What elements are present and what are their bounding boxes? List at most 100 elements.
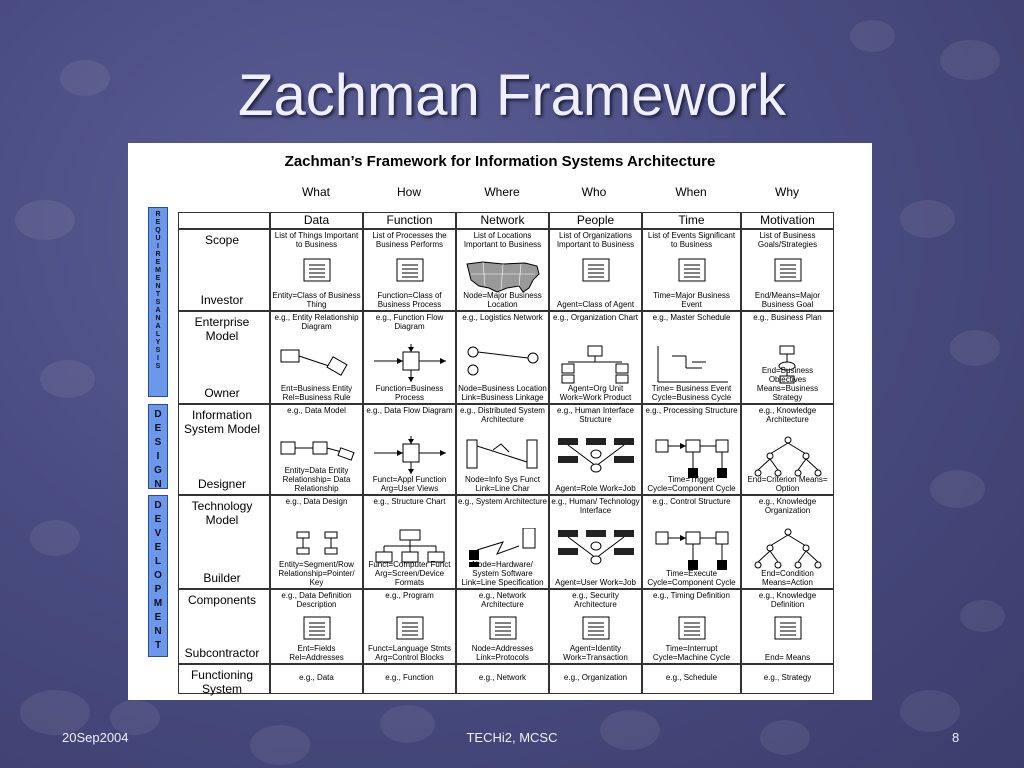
plan-icon <box>748 344 828 389</box>
row-label-role: Subcontractor <box>184 646 260 660</box>
tree-icon <box>748 436 828 485</box>
cell-definition: Entity=Data Entity Relationship= Data Re… <box>282 466 351 493</box>
cell-example: e.g., Program <box>385 591 434 600</box>
cell-definition: Entity=Class of Business Thing <box>272 291 361 309</box>
cell-definition: Funct=Appl Function Arg=User Views <box>372 475 447 493</box>
cell-definition: Agent=User Work=Job <box>555 578 636 587</box>
column-header-data: Data <box>270 212 363 229</box>
document-icon <box>303 258 331 287</box>
phase-label: REQUIREMENTS ANALYSIS <box>155 211 161 370</box>
cell-example: e.g., Master Schedule <box>652 313 731 322</box>
row-label-perspective: Components <box>187 593 257 607</box>
phase-label: DESIGN <box>154 409 162 490</box>
document-icon <box>303 616 331 645</box>
question-what: What <box>301 185 330 199</box>
decor-bubble <box>380 705 435 743</box>
decor-bubble <box>940 40 1000 80</box>
tree-icon <box>748 528 828 577</box>
column-header-function: Function <box>363 212 456 229</box>
cell-example: e.g., Entity Relationship Diagram <box>274 313 359 331</box>
document-icon <box>774 616 802 645</box>
cell-definition: Funct=Computer Funct Arg=Screen/Device F… <box>368 560 451 587</box>
us-map-icon <box>463 258 543 303</box>
document-icon <box>396 258 424 287</box>
cell-example: e.g., Organization <box>563 673 628 682</box>
cell-example: e.g., Security Architecture <box>572 591 619 609</box>
cell-example: e.g., Network <box>478 673 527 682</box>
cell-example: e.g., Function Flow Diagram <box>375 313 444 331</box>
data-model-icon <box>277 436 357 471</box>
cell-definition: Node=Major Business Location <box>463 291 542 309</box>
row-label-role: Designer <box>197 477 247 491</box>
system-arch-icon <box>463 527 543 573</box>
cell-definition: Agent=Org Unit Work=Work Product <box>559 384 632 402</box>
footer-page-number: 8 <box>952 730 960 745</box>
row-label-role: Builder <box>203 571 241 585</box>
row-label-perspective: Technology Model <box>191 499 253 527</box>
cell-definition: Agent=Class of Agent <box>556 300 635 309</box>
document-icon <box>489 616 517 645</box>
decor-bubble <box>850 20 895 52</box>
cell-example: e.g., Processing Structure <box>645 406 738 415</box>
decor-bubble <box>960 600 1005 632</box>
column-header-time: Time <box>642 212 741 229</box>
flow-icon <box>370 344 450 389</box>
cell-example: e.g., Network Architecture <box>478 591 527 609</box>
phase-development: DEVELOPMENT <box>148 495 168 657</box>
data-design-icon <box>277 528 357 569</box>
cell-definition: Node=Addresses Link=Protocols <box>471 644 534 662</box>
cell-example: e.g., Function <box>385 673 434 682</box>
column-header-network: Network <box>456 212 549 229</box>
cell-definition: Agent=Identity Work=Transaction <box>563 644 628 662</box>
decor-bubble <box>20 690 90 735</box>
decor-bubble <box>30 520 80 556</box>
cell-example: e.g., Knowledge Architecture <box>758 406 817 424</box>
processing-icon <box>652 528 732 577</box>
framework-panel: Zachman’s Framework for Information Syst… <box>128 143 872 700</box>
row-label-role: Owner <box>204 386 240 400</box>
structure-chart-icon <box>370 528 450 569</box>
cell-example: e.g., Data Design <box>285 497 348 506</box>
cell-definition: Ent=Fields Rel=Addresses <box>289 644 344 662</box>
footer-date: 20Sep2004 <box>62 730 129 745</box>
cell-example: e.g., Data <box>299 673 334 682</box>
cell-example: e.g., Knowledge Definition <box>758 591 817 609</box>
column-header-motivation: Motivation <box>741 212 834 229</box>
cell-example: e.g., Data Definition Description <box>281 591 352 609</box>
cell-definition: Node=Info Sys Funct Link=Line Char <box>465 475 540 493</box>
column-header-people: People <box>549 212 642 229</box>
cell-definition: Ent=Business Entity Rel=Business Rule <box>280 384 353 402</box>
cell-definition: Function=Class of Business Process <box>377 291 442 309</box>
processing-icon <box>652 436 732 485</box>
framework-cell: e.g., Organization <box>549 664 642 694</box>
row-label: Functioning System <box>178 664 270 696</box>
question-where: Where <box>484 185 520 199</box>
document-icon <box>774 258 802 287</box>
document-icon <box>678 258 706 287</box>
slide-title: Zachman Framework <box>238 63 786 128</box>
decor-bubble <box>900 690 960 732</box>
cell-example: e.g., Business Plan <box>753 313 822 322</box>
cell-example: e.g., Timing Definition <box>653 591 730 600</box>
row-label-perspective: Enterprise Model <box>194 315 250 343</box>
cell-definition: Time=Execute Cycle=Component Cycle <box>647 569 736 587</box>
cell-definition: Function=Business Process <box>375 384 444 402</box>
footer-center: TECHi2, MCSC <box>466 730 558 745</box>
cell-example: e.g., System Architecture <box>458 497 547 506</box>
